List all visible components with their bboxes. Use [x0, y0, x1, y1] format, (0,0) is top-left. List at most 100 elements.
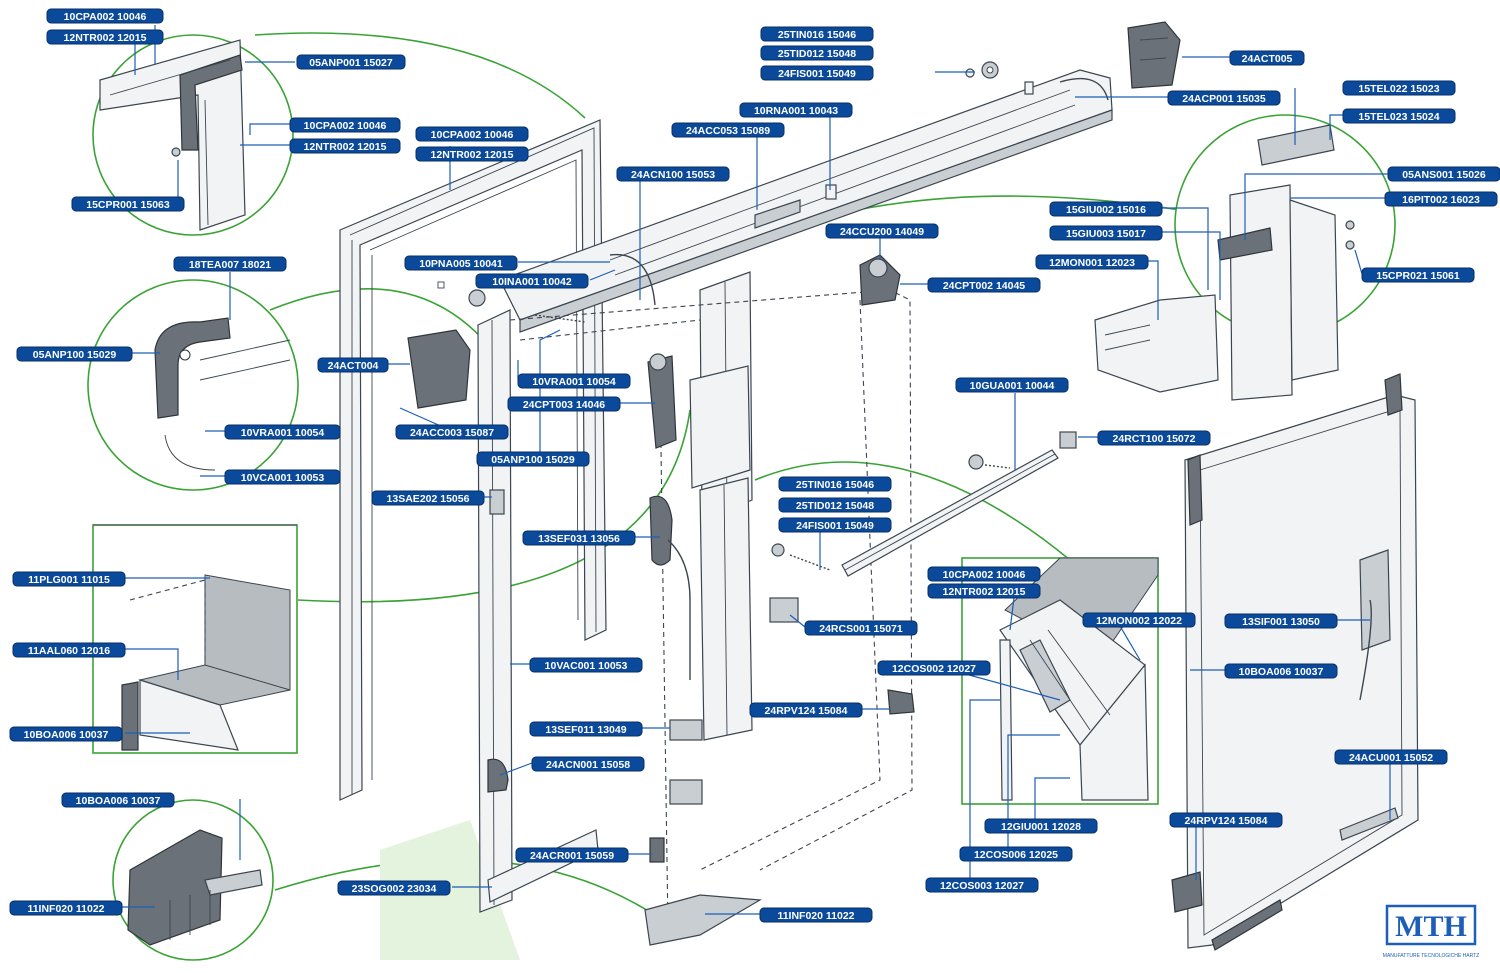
logo-tagline: MANUFATTURE TECNOLOGICHE HARTZ: [1383, 953, 1479, 959]
corner-bracket: [154, 317, 231, 419]
part-label: 10BOA006 10037: [1224, 663, 1338, 679]
rail-bracket: [754, 199, 801, 229]
part-label-text: 24CPT003 14046: [523, 399, 605, 411]
part-label: 10CPA002 10046: [415, 126, 529, 142]
part-label-bg: [16, 346, 133, 362]
part-label-bg: [760, 45, 874, 61]
part-label-bg: [475, 273, 589, 289]
rail-end-profile: [1059, 77, 1109, 101]
detail-box-center: [961, 557, 1159, 805]
corner-gasket: [179, 54, 243, 151]
part-label: 12NTR002 12015: [927, 583, 1041, 599]
part-label: 25TID012 15048: [778, 497, 892, 513]
part-label: 15TEL023 15024: [1342, 108, 1456, 124]
rail-end-stop: [1059, 431, 1077, 449]
part-label-text: 11INF020 11022: [777, 910, 854, 922]
latch-part: [487, 758, 509, 793]
part-label: 24ACT005: [1229, 50, 1305, 66]
handle-column-line: [723, 484, 728, 736]
bottom-seal-profile: [127, 829, 223, 946]
part-label-bg: [529, 721, 643, 737]
part-label-bg: [760, 26, 874, 42]
vertical-profile: [1229, 184, 1293, 401]
part-label-bg: [476, 451, 590, 467]
part-label-text: 24ACN001 15058: [546, 759, 630, 771]
part-label: 24RCT100 15072: [1097, 430, 1211, 446]
screw: [1345, 220, 1355, 230]
part-label-text: 24RCT100 15072: [1113, 433, 1196, 445]
part-label: 15GIU002 15016: [1049, 201, 1163, 217]
part-label: 05ANP001 15027: [296, 54, 406, 70]
part-label-text: 10CPA002 10046: [431, 129, 514, 141]
right-panel-hinge-top: [1187, 454, 1203, 526]
rail-groove: [609, 89, 1071, 261]
part-label-bg: [173, 256, 287, 272]
connector-arrow: [297, 409, 691, 603]
panel-side: [121, 681, 139, 751]
guide-roller: [887, 689, 915, 715]
part-label-bg: [224, 424, 341, 440]
part-label-bg: [531, 756, 645, 772]
right-panel-handle: [1359, 599, 1372, 701]
roller-wheel: [868, 258, 888, 278]
right-panel-guide-roller: [1171, 871, 1203, 913]
part-label: 10CPA002 10046: [927, 566, 1041, 582]
right-panel-carriage: [1384, 373, 1403, 416]
part-label: 24RPV124 15084: [749, 702, 863, 718]
part-label-text: 10BOA006 10037: [24, 729, 109, 741]
bottom-profile: [644, 894, 762, 946]
part-label: 24CCU200 14049: [825, 223, 939, 239]
part-label: 10RNA001 10043: [739, 102, 853, 118]
part-label: 10VCA001 10053: [224, 469, 341, 485]
part-label-bg: [1229, 50, 1305, 66]
connector-arrow: [754, 461, 1071, 561]
part-label-text: 13SEF031 13056: [538, 533, 620, 545]
rail-body: [499, 69, 1113, 321]
part-label: 12NTR002 12015: [415, 146, 529, 162]
part-label-bg: [778, 497, 892, 513]
part-label-text: 13SAE202 15056: [387, 493, 470, 505]
part-label: 24ACC053 15089: [671, 122, 785, 138]
part-label: 11INF020 11022: [759, 907, 873, 923]
screw: [171, 147, 181, 157]
part-label-bg: [1097, 430, 1211, 446]
part-label-bg: [984, 818, 1098, 834]
part-label-bg: [371, 490, 485, 506]
part-label-bg: [616, 166, 730, 182]
leaf-dashed-outline: [519, 319, 701, 341]
part-label-bg: [877, 660, 991, 676]
part-label-text: 24FIS001 15049: [796, 520, 874, 532]
top-cap: [1257, 124, 1335, 166]
vertical-profile-side: [1289, 199, 1339, 381]
guide-rail-line: [844, 453, 1056, 571]
leaf-dashed-outline: [699, 299, 881, 871]
part-label: 05ANP100 15029: [16, 346, 133, 362]
part-label: 15TEL022 15023: [1342, 80, 1456, 96]
part-label: 12COS003 12027: [925, 877, 1039, 893]
roller-carriage: [647, 355, 677, 449]
part-label-text: 12NTR002 12015: [431, 149, 514, 161]
part-label: 24ACU001 15052: [1334, 749, 1448, 765]
part-label-text: 23SOG002 23034: [352, 883, 437, 895]
part-label: 10GUA001 10044: [955, 377, 1069, 393]
part-label-text: 15GIU003 15017: [1066, 228, 1146, 240]
washer-hole: [986, 66, 994, 74]
part-label-text: 24ACT004: [328, 360, 379, 372]
leaf-dashed-outline: [659, 379, 669, 931]
part-label-bg: [9, 726, 123, 742]
handle-grip: [649, 495, 673, 566]
part-label: 25TID012 15048: [760, 45, 874, 61]
end-cap-ribs: [1139, 37, 1169, 61]
rail-stop: [825, 184, 837, 200]
part-label-text: 12NTR002 12015: [943, 586, 1026, 598]
detail-box-left: [92, 524, 298, 754]
handle-rod: [667, 539, 691, 680]
part-label: 24ACN001 15058: [531, 756, 645, 772]
part-label-text: 10INA001 10042: [492, 276, 572, 288]
handle-column: [699, 477, 753, 741]
part-label-text: 24RPV124 15084: [1185, 815, 1268, 827]
roller-wheel: [649, 353, 667, 371]
part-label-bg: [61, 792, 175, 808]
part-label-bg: [1387, 166, 1500, 182]
part-label-bg: [289, 117, 401, 133]
